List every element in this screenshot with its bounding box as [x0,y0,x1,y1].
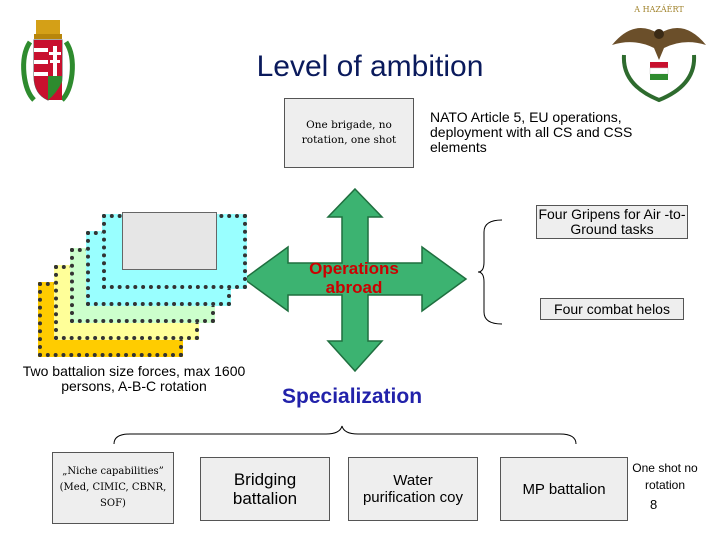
emblem-motto: A HAZÁÉRT [633,5,684,14]
brigade-box: One brigade, no rotation, one shot [284,98,414,168]
water-purification-text: Water purification coy [362,472,464,506]
eagle-emblem-icon: A HAZÁÉRT [612,5,706,103]
bottom-brace-icon [113,425,577,445]
bridging-battalion-text: Bridging battalion [232,470,298,508]
stack-front-box [122,212,217,270]
gripen-box-text: Four Gripens for Air -to-Ground tasks [538,206,686,237]
gripen-box: Four Gripens for Air -to-Ground tasks [536,205,688,239]
helos-box: Four combat helos [540,298,684,320]
operations-abroad-label: Operations abroad [309,259,399,297]
one-shot-note: One shot no rotation [632,461,698,492]
nato-text: NATO Article 5, EU operations, deploymen… [430,109,633,155]
page-title: Level of ambition [256,50,484,83]
slide-number: 8 [650,497,658,512]
hungarian-coat-of-arms-icon [21,20,75,102]
battalion-text: Two battalion size forces, max 1600 pers… [22,363,246,394]
mp-battalion-text: MP battalion [522,480,606,498]
brigade-box-text: One brigade, no rotation, one shot [301,119,397,146]
niche-capabilities-text: „Niche capabilities” (Med, CIMIC, CBNR, … [59,466,167,509]
helos-box-text: Four combat helos [554,301,670,317]
specialization-label: Specialization [282,385,423,408]
mp-battalion-box: MP battalion [500,457,628,521]
four-way-arrow-icon [242,187,468,373]
right-brace-icon [477,219,503,325]
bridging-battalion-box: Bridging battalion [200,457,330,521]
niche-capabilities-box: „Niche capabilities” (Med, CIMIC, CBNR, … [52,452,174,524]
water-purification-box: Water purification coy [348,457,478,521]
